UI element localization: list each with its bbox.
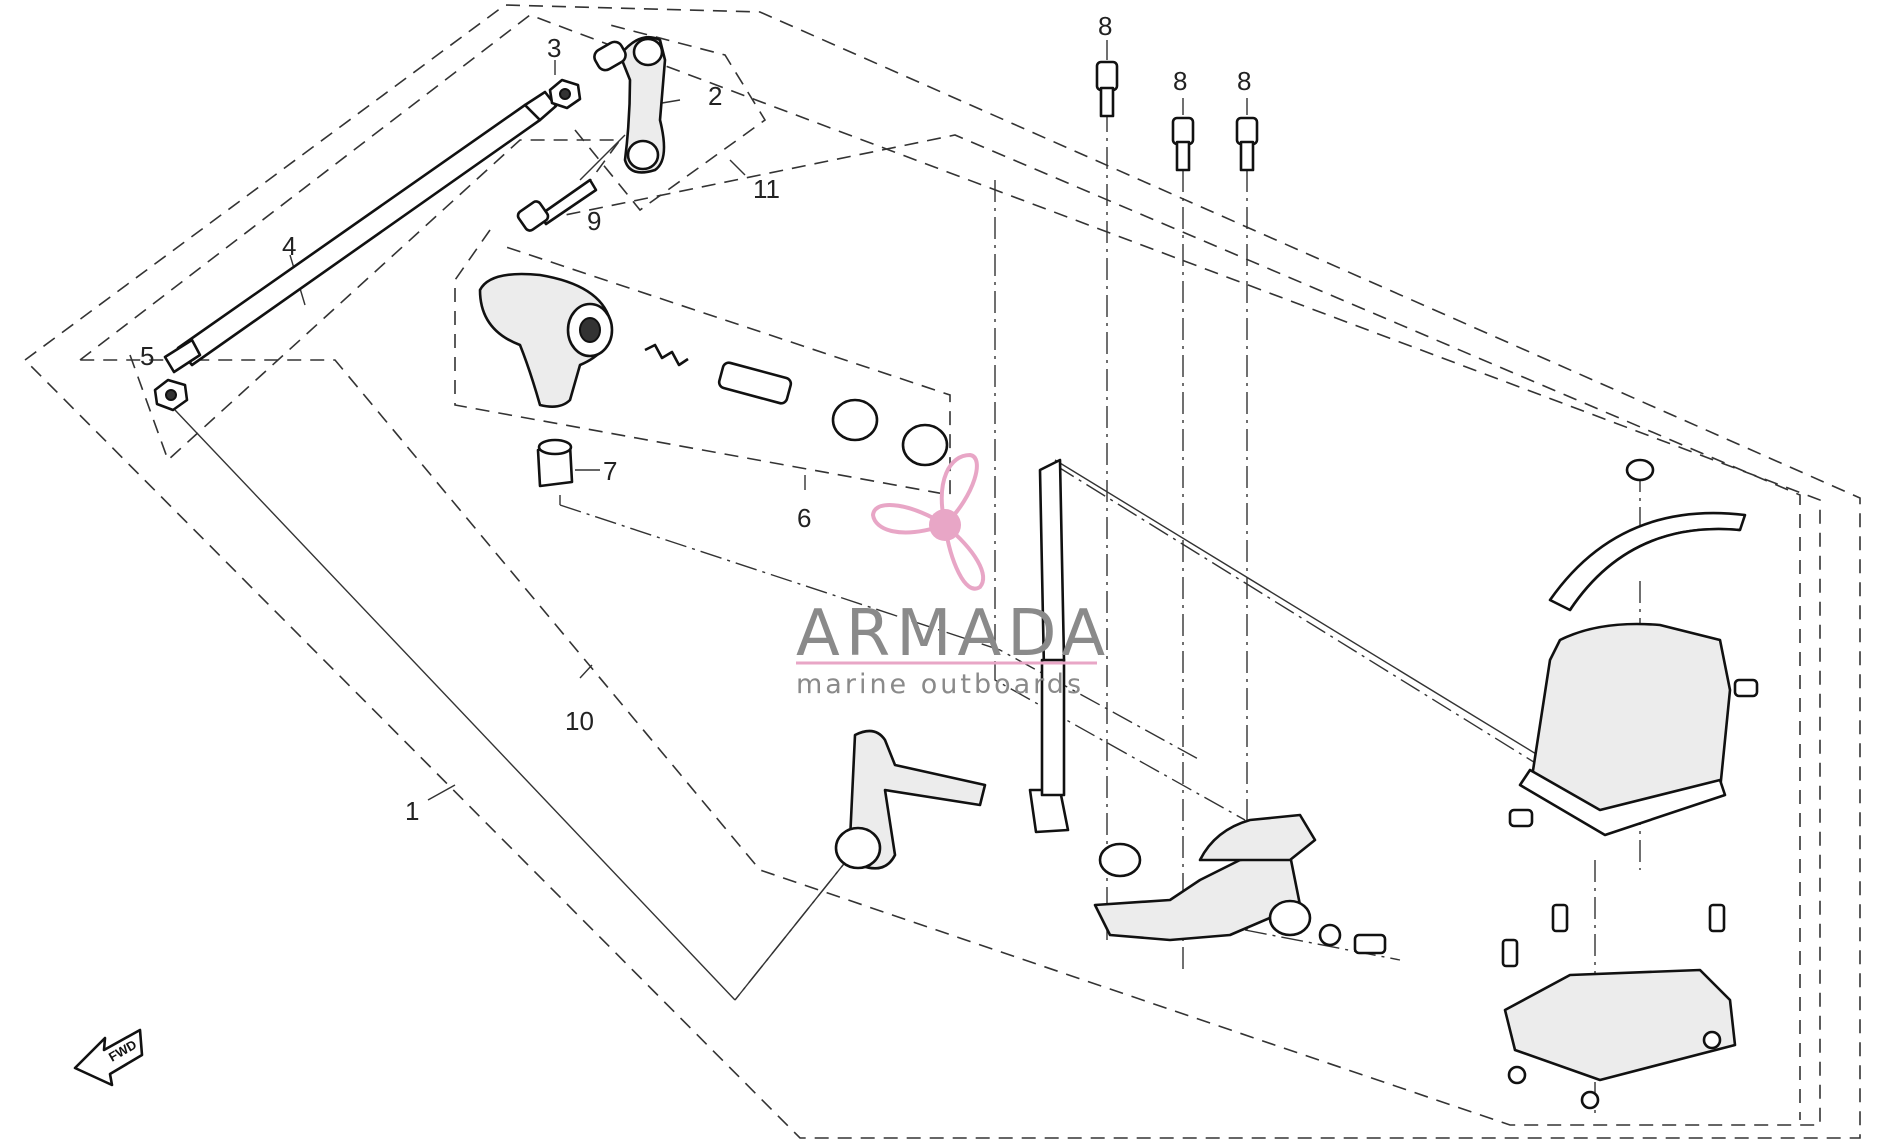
bushing-part-7 (536, 438, 574, 488)
watermark-tagline: marine outboards (796, 669, 1084, 700)
callout-5: 5 (140, 341, 154, 371)
callout-9: 9 (587, 206, 601, 236)
callout-11: 11 (753, 174, 780, 204)
vertical-shift-shaft (1028, 458, 1070, 834)
callout-8b: 8 (1173, 66, 1187, 96)
curved-gasket (1548, 458, 1747, 612)
shift-rod-part-4 (163, 90, 558, 374)
group-outline-11 (574, 24, 767, 212)
armada-watermark: ARMADA marine outboards (796, 452, 1111, 700)
alignment-axes (559, 110, 1641, 1115)
lower-cover (1501, 903, 1737, 1110)
callout-4: 4 (282, 231, 296, 261)
callout-labels: 1 2 3 4 5 6 7 8 8 8 9 10 11 (140, 11, 1251, 826)
leader-lines (174, 40, 1596, 1001)
bolt-part-9 (516, 178, 598, 232)
bolts-part-8 (1095, 60, 1259, 172)
propeller-logo-icon (870, 452, 986, 591)
group-outline-10 (79, 14, 1821, 1126)
group-outline-inner (129, 134, 1801, 1120)
lower-shift-lever (834, 729, 987, 870)
shift-bracket-assembly (1093, 813, 1387, 955)
upper-cover (1508, 622, 1759, 837)
spring-and-plunger (644, 343, 949, 467)
nut-part-5 (153, 378, 189, 412)
group-outline-1 (24, 4, 1861, 1139)
group-outline-6 (454, 229, 951, 496)
forward-arrow-icon: FWD (73, 1028, 144, 1087)
watermark-brand: ARMADA (796, 597, 1111, 671)
callout-6: 6 (797, 503, 811, 533)
assembly-outlines (24, 4, 1861, 1139)
callout-1: 1 (405, 796, 419, 826)
callout-10: 10 (565, 706, 594, 736)
nut-part-3 (548, 78, 582, 110)
callout-2: 2 (708, 81, 722, 111)
callout-8c: 8 (1237, 66, 1251, 96)
lever-arm-part-2 (593, 35, 667, 174)
callout-8a: 8 (1098, 11, 1112, 41)
callout-7: 7 (603, 456, 617, 486)
shift-handle-housing (478, 272, 614, 408)
callout-3: 3 (547, 33, 561, 63)
